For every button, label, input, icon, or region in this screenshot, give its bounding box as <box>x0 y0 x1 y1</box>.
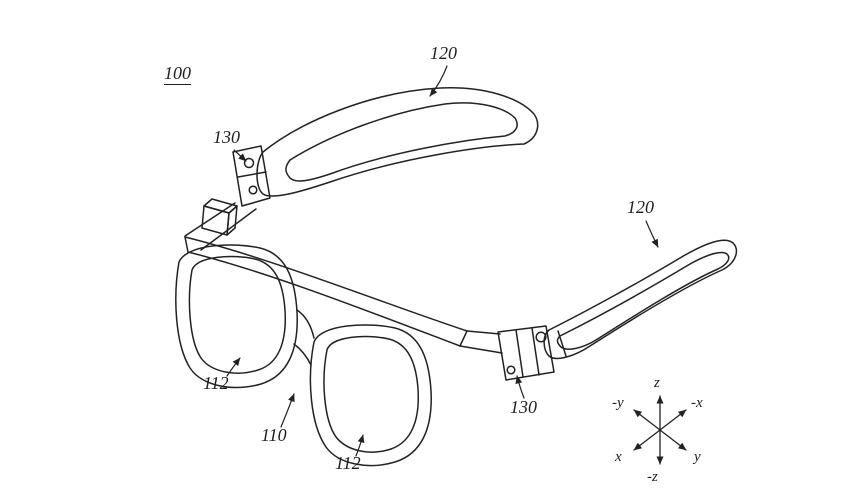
left-temple-arm <box>257 88 538 196</box>
module-box-side <box>227 206 237 235</box>
right-lens-outer-rim <box>310 325 431 466</box>
leader-112-left <box>227 358 240 376</box>
right-lens <box>310 325 431 466</box>
left-temple-inner-face <box>286 103 517 181</box>
ref-label-100: 100 <box>164 63 191 85</box>
frame-bar-lower <box>188 252 460 346</box>
axis-y-arrow <box>660 430 686 450</box>
ref-label-120-top: 120 <box>430 43 457 63</box>
frame-bar-right-cap <box>460 331 467 346</box>
ref-label-112-bottom: 112 <box>335 453 361 473</box>
axis-negx-arrow <box>660 410 686 430</box>
frame-top-bar <box>185 237 467 346</box>
leader-120-top <box>430 66 447 96</box>
left-hinge-screw-top <box>245 159 254 168</box>
ref-label-130-right: 130 <box>510 397 537 417</box>
right-hinge-block <box>498 326 554 380</box>
right-endpiece-line-2 <box>460 346 502 353</box>
right-endpiece-line-1 <box>467 331 500 334</box>
leader-112-bottom <box>356 435 365 456</box>
leader-130-right <box>515 376 524 398</box>
right-temple-fold-line <box>558 331 566 356</box>
axis-negy-arrow <box>634 410 660 430</box>
axis-label-z: z <box>654 375 660 391</box>
right-hinge <box>460 326 554 380</box>
frame-bar-upper <box>185 237 467 331</box>
right-hinge-screw-top <box>536 332 546 342</box>
axis-label-neg-y: -y <box>612 395 624 411</box>
ref-label-110: 110 <box>261 425 287 445</box>
right-hinge-divider-2 <box>532 328 539 375</box>
left-temple-outline <box>257 88 538 196</box>
left-lens-outer-rim <box>176 245 297 388</box>
left-endpiece-line-1 <box>185 203 235 236</box>
leader-110 <box>281 394 295 427</box>
right-lens-inner-rim <box>324 337 418 453</box>
right-hinge-screw-bottom <box>507 366 515 374</box>
ref-label-112-left: 112 <box>203 373 229 393</box>
leader-130-left <box>234 150 246 161</box>
axis-x-arrow <box>634 430 660 450</box>
right-temple-outline <box>544 240 736 358</box>
left-lens <box>176 245 297 388</box>
axis-label-x: x <box>615 449 622 465</box>
ref-label-120-right: 120 <box>627 197 654 217</box>
left-lens-inner-rim <box>189 257 285 374</box>
ref-label-130-left: 130 <box>213 127 240 147</box>
left-hinge-divider <box>238 172 266 177</box>
frame-bar-left-cap <box>185 237 188 252</box>
axis-diagram <box>634 396 686 464</box>
module-box <box>202 199 237 235</box>
bridge-upper-line <box>297 310 314 338</box>
axis-label-y: y <box>694 449 701 465</box>
right-temple-arm <box>544 240 736 358</box>
left-hinge-screw-bottom <box>249 186 257 194</box>
leader-arrows <box>227 66 658 456</box>
axis-label-neg-x: -x <box>691 395 703 411</box>
right-temple-inner-face <box>557 252 728 349</box>
nose-bridge <box>294 310 314 365</box>
axis-label-neg-z: -z <box>647 469 658 485</box>
right-hinge-divider-1 <box>516 330 523 377</box>
leader-120-right <box>646 221 658 247</box>
left-hinge-block <box>233 146 270 206</box>
bridge-lower-line <box>294 344 311 365</box>
